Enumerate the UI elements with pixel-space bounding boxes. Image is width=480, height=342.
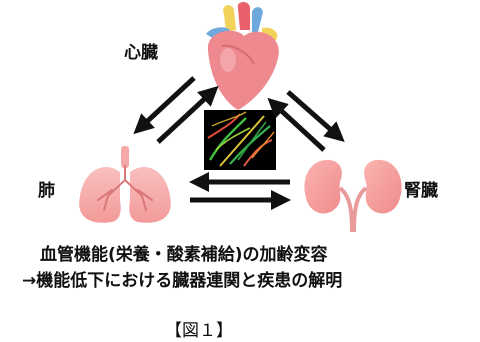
caption-line-2: →機能低下における臓器連関と疾患の解明 [22, 271, 343, 291]
heart-label: 心臓 [124, 43, 158, 63]
heart-illustration [206, 2, 279, 111]
vessel-microscopy-image [204, 110, 276, 170]
lung-label: 肺 [38, 181, 55, 201]
arrow-heart-to-lung [133, 76, 196, 135]
lung-illustration [79, 146, 171, 223]
kidney-label: 腎臓 [404, 181, 438, 201]
figure-label: 【図１】 [165, 321, 233, 341]
arrow-heart-to-kidney [286, 90, 345, 142]
arrow-lung-to-heart [156, 85, 219, 144]
kidney-illustration [304, 159, 402, 233]
caption-line-1: 血管機能(栄養・酸素補給)の加齢変容 [40, 245, 328, 265]
arrow-kidney-to-heart [267, 97, 326, 152]
